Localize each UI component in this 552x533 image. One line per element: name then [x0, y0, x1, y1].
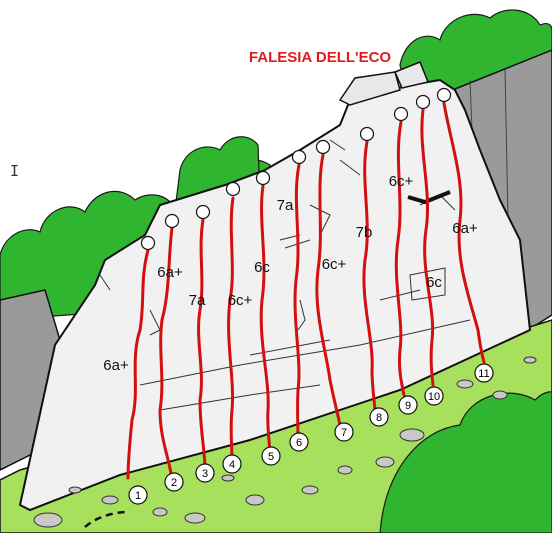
anchor-8 [359, 126, 375, 142]
svg-text:5: 5 [268, 451, 274, 463]
grade-label-11: 6a+ [452, 220, 478, 237]
svg-text:9: 9 [405, 400, 411, 412]
anchor-5 [255, 170, 271, 186]
route-marker-4: 4 [222, 454, 242, 474]
route-line-11 [442, 101, 486, 364]
route-line-5 [259, 184, 272, 454]
route-marker-3: 3 [195, 463, 215, 483]
svg-text:3: 3 [202, 468, 208, 480]
svg-text:10: 10 [428, 391, 440, 403]
grade-label-3: 7a [189, 292, 206, 309]
route-line-9 [394, 120, 406, 397]
grade-label-10: 6c [426, 274, 442, 291]
top-blocks [338, 61, 430, 106]
grade-label-8: 7b [356, 224, 373, 241]
text-cursor-icon: I [10, 162, 20, 180]
route-marker-1: 1 [128, 485, 148, 505]
route-marker-8: 8 [369, 407, 389, 427]
route-marker-9: 9 [398, 395, 418, 415]
route-marker-11: 11 [474, 363, 494, 383]
route-marker-6: 6 [289, 432, 309, 452]
svg-text:2: 2 [171, 477, 177, 489]
svg-text:6: 6 [296, 437, 302, 449]
route-line-4 [227, 196, 235, 462]
crag-title: FALESIA DELL'ECO [249, 49, 392, 66]
grade-label-5: 6c [254, 259, 270, 276]
approach-path [84, 510, 126, 528]
grade-label-2: 6a+ [157, 264, 183, 281]
anchor-6 [291, 149, 307, 165]
route-line-3 [197, 218, 207, 472]
route-anchors [140, 87, 452, 251]
overhang-crack [407, 190, 451, 205]
anchor-9 [393, 106, 409, 122]
svg-text:7: 7 [341, 427, 347, 439]
svg-text:1: 1 [135, 490, 141, 502]
route-marker-10: 10 [424, 386, 444, 406]
grade-label-1: 6a+ [103, 357, 129, 374]
anchor-10 [415, 94, 431, 110]
svg-text:4: 4 [229, 459, 235, 471]
grade-label-6: 7a [277, 197, 294, 214]
route-marker-7: 7 [334, 422, 354, 442]
grade-labels: 6a+ 6a+ 7a 6c+ 6c 7a 6c+ 7b 6c+ 6c 6a+ [103, 173, 478, 374]
anchor-11 [436, 87, 452, 103]
svg-text:8: 8 [376, 412, 382, 424]
route-marker-5: 5 [261, 446, 281, 466]
route-number-markers: 1 2 3 4 5 6 7 8 9 10 11 [128, 363, 494, 505]
route-lines [126, 101, 486, 482]
route-line-2 [158, 226, 174, 482]
anchor-4 [225, 181, 241, 197]
svg-text:11: 11 [478, 368, 489, 380]
grade-label-9: 6c+ [389, 173, 414, 190]
anchor-7 [315, 139, 331, 155]
grade-label-4: 6c+ [228, 292, 253, 309]
stones [33, 356, 537, 528]
anchor-3 [195, 204, 211, 220]
anchor-1 [140, 235, 156, 251]
route-line-8 [362, 140, 377, 412]
bushes-bottom-right [379, 391, 552, 533]
route-line-7 [315, 153, 342, 427]
route-line-1 [126, 248, 150, 480]
route-line-10 [420, 108, 435, 387]
grade-label-7: 6c+ [322, 256, 347, 273]
route-marker-2: 2 [164, 472, 184, 492]
route-line-6 [293, 163, 301, 440]
anchor-2 [164, 213, 180, 229]
